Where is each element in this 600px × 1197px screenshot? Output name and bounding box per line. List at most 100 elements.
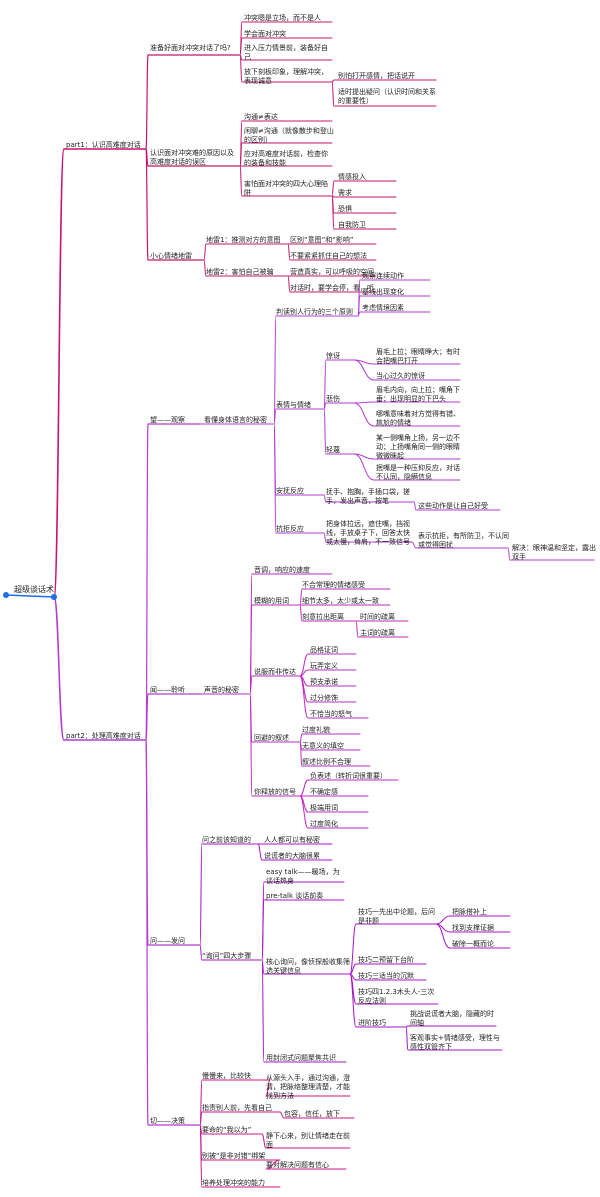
node-skill-3[interactable]: 技巧三适当的沉默: [358, 972, 414, 980]
node-cut-item-2[interactable]: 指责别人前，先看自己: [202, 1104, 272, 1112]
node-skill1-sub-3[interactable]: 破除一概而论: [452, 940, 494, 948]
node-listen[interactable]: 闻——聆听: [150, 686, 185, 694]
node-cut-sub-4[interactable]: 要对解决问题有信心: [266, 1161, 329, 1169]
node-vague-3[interactable]: 刻意拉出距离: [302, 613, 344, 621]
node-cut-item-1[interactable]: 慢慢来，比较快: [202, 1072, 251, 1080]
node-cut[interactable]: 切——决策: [150, 1117, 185, 1125]
node-resist-sub[interactable]: 表示抗拒，有所防卫，不认同或觉得困扰: [418, 532, 509, 549]
node-adv-sub-2[interactable]: 客观事实+情绪感受，理性与感性双管齐下: [410, 1034, 500, 1051]
node-distance-1[interactable]: 时间的疏离: [360, 613, 395, 621]
node-skill-4[interactable]: 技巧四1.2.3木头人-三次反应法则: [358, 988, 435, 1005]
node-skill-1[interactable]: 技巧一先出中论题，后问是非题: [358, 908, 435, 925]
node-reason-item-1[interactable]: 沟通≠表达: [244, 113, 278, 121]
node-mine-1[interactable]: 地雷1：推测对方的意图: [206, 236, 281, 244]
node-listen-item-2[interactable]: 模糊的用词: [254, 597, 289, 605]
node-ready-sub-1[interactable]: 别怕打开感情，把话说开: [338, 72, 415, 80]
node-trap-4[interactable]: 自我防卫: [338, 221, 366, 229]
node-mine-2[interactable]: 地雷2：害怕自己被骗: [206, 268, 274, 276]
branch-part1[interactable]: part1：认识高难度对话: [66, 141, 141, 149]
node-resist-sub2[interactable]: 解决：眼神温和坚定，露出双手: [512, 544, 596, 561]
node-listen-item-3[interactable]: 说服而非传达: [254, 668, 296, 676]
node-avoid-1[interactable]: 过度礼貌: [302, 726, 330, 734]
node-cut-item-4[interactable]: 别被“是非对错”绑架: [202, 1152, 266, 1160]
node-resist[interactable]: 抗拒反应: [276, 525, 304, 533]
node-reason-item-4[interactable]: 害怕面对冲突的四大心理陷阱: [244, 180, 328, 197]
node-before[interactable]: 问之前该知道的: [202, 836, 251, 844]
node-steps[interactable]: “询问”四大步骤: [202, 952, 252, 960]
node-ask[interactable]: 问——发问: [150, 937, 185, 945]
node-listen-item-5[interactable]: 你释放的信号: [254, 788, 296, 796]
node-step-1[interactable]: easy talk——暖场，为谈话热身: [266, 868, 340, 885]
node-trap-3[interactable]: 恐惧: [338, 205, 352, 213]
node-cut-sub-1[interactable]: 从源头入手，通过沟通，澄清，把脉络整理清楚，才能找到方法: [266, 1074, 350, 1100]
node-look-body[interactable]: 看懂身体语言的秘密: [204, 416, 267, 424]
node-mine-2-item-1[interactable]: 营造真实，可以呼吸的空间: [290, 268, 374, 276]
node-contempt-item-1[interactable]: 某一侧嘴角上扬，另一边不动；上扬嘴角同一侧的眼睛微微眯起: [376, 434, 460, 460]
node-avoid-3[interactable]: 叙述比例不合理: [302, 758, 351, 766]
node-ready-item-1[interactable]: 冲突嗯是立场，而不是人: [244, 14, 321, 22]
node-persuade-4[interactable]: 过分修饰: [310, 694, 338, 702]
node-comfort-sub[interactable]: 这些动作是让自己好受: [418, 502, 488, 510]
node-skill-2[interactable]: 技巧二预留下台阶: [358, 956, 414, 964]
node-map[interactable]: 小心情绪地雷: [150, 252, 192, 260]
node-mine-2-item-2[interactable]: 对话时，要学会停，看，听: [290, 284, 374, 292]
root-node[interactable]: 超级谈话术: [14, 585, 54, 594]
node-ready-item-2[interactable]: 学会面对冲突: [244, 30, 286, 38]
node-avoid-2[interactable]: 无意义的填空: [302, 742, 344, 750]
node-vague-2[interactable]: 细节太多，太少或太一致: [302, 597, 379, 605]
node-step-4[interactable]: 用封闭式问题聚焦共识: [266, 1054, 336, 1062]
node-skill1-sub-1[interactable]: 把脉搭补上: [452, 908, 487, 916]
root-node-handle[interactable]: [3, 592, 9, 598]
node-sad-item-2[interactable]: 哪嘴意味着对方觉得有错、尴尬的情绪: [376, 410, 460, 427]
node-ready[interactable]: 准备好面对冲突对话了吗?: [150, 44, 231, 52]
node-adv-sub-1[interactable]: 挑战说谎者大脑，隐藏的时间轴: [410, 1010, 494, 1027]
node-signal-4[interactable]: 过度简化: [310, 820, 338, 828]
node-listen-item-1[interactable]: 音调，响应的速度: [254, 566, 310, 574]
node-vague-1[interactable]: 不合常理的情绪感受: [302, 581, 365, 589]
node-persuade-1[interactable]: 品格证词: [310, 646, 338, 654]
node-listen-item-4[interactable]: 回避的叙述: [254, 734, 289, 742]
node-comfort[interactable]: 安抚反应: [276, 487, 304, 495]
node-surprise-item-2[interactable]: 当心过久的惊讶: [376, 372, 425, 380]
node-judge-item-1[interactable]: 观察连续动作: [362, 272, 404, 280]
node-step-2[interactable]: pre-talk 谈话前奏: [266, 892, 324, 900]
node-sad-item-1[interactable]: 眉毛内向，向上拉；嘴角下垂；出现明显的下巴头: [376, 386, 460, 403]
node-step-3[interactable]: 核心询问，像侦探般收集筛选关键信息: [266, 958, 350, 975]
node-surprise[interactable]: 惊讶: [326, 352, 340, 360]
node-ready-sub-2[interactable]: 适时提出疑问（认识时间和关系的重要性）: [338, 88, 436, 105]
branch-node-handle[interactable]: [51, 594, 57, 600]
node-trap-1[interactable]: 情感投入: [338, 173, 366, 181]
node-judge-item-3[interactable]: 考虑情境因素: [362, 304, 404, 312]
node-look[interactable]: 望——观察: [150, 416, 185, 424]
node-mine-1-item-2[interactable]: 不要紧紧抓住自己的想法: [290, 252, 367, 260]
node-mine-1-item-1[interactable]: 区别“意图”和“影响”: [290, 236, 354, 244]
node-cut-item-5[interactable]: 培养处理冲突的能力: [202, 1179, 265, 1187]
node-cut-sub-2[interactable]: 包容，信任，放下: [284, 1110, 340, 1118]
node-cut-item-3[interactable]: 要命的“我以为”: [202, 1126, 252, 1134]
node-comfort-item[interactable]: 抚手、抱胸，手插口袋，搓手，发出声音，按笔: [326, 488, 410, 505]
node-reason-item-2[interactable]: 闲聊≠沟通（就像散步和登山的区别）: [244, 127, 334, 144]
node-before-item-2[interactable]: 说谎者的大脑很累: [264, 852, 320, 860]
node-expr[interactable]: 表情与情绪: [276, 401, 311, 409]
branch-part2[interactable]: part2：处理高难度对话: [66, 732, 141, 740]
node-signal-1[interactable]: 负表述（转折词很重要）: [310, 772, 387, 780]
node-signal-2[interactable]: 不确定感: [310, 788, 338, 796]
node-persuade-2[interactable]: 玩弄定义: [310, 662, 338, 670]
node-distance-2[interactable]: 主词的疏离: [360, 629, 395, 637]
node-voice[interactable]: 声音的秘密: [204, 686, 239, 694]
node-persuade-5[interactable]: 不恰当的怒气: [310, 710, 352, 718]
node-judge-item-2[interactable]: 基线出现变化: [362, 288, 404, 296]
node-before-item-1[interactable]: 人人都可以有秘密: [264, 836, 320, 844]
node-persuade-3[interactable]: 预支承诺: [310, 678, 338, 686]
node-skill-5[interactable]: 进阶技巧: [358, 1019, 386, 1027]
node-sad[interactable]: 悲伤: [326, 395, 340, 403]
node-trap-2[interactable]: 需求: [338, 189, 352, 197]
node-cut-sub-3[interactable]: 静下心来，别让情绪走在前面: [266, 1132, 350, 1149]
node-contempt-item-2[interactable]: 抿嘴是一种压抑反应，对话不认同，隐瞒信息: [376, 464, 460, 481]
node-ready-item-3[interactable]: 进入压力情景前，装备好自己: [244, 44, 328, 61]
node-contempt[interactable]: 轻蔑: [326, 446, 340, 454]
node-skill1-sub-2[interactable]: 找到支撑证据: [452, 924, 494, 932]
node-surprise-item-1[interactable]: 眉毛上拉；眼睛睁大；有时会把嘴巴打开: [376, 348, 460, 365]
node-signal-3[interactable]: 极端用词: [310, 804, 338, 812]
node-judge[interactable]: 判读别人行为的三个原则: [276, 308, 353, 316]
